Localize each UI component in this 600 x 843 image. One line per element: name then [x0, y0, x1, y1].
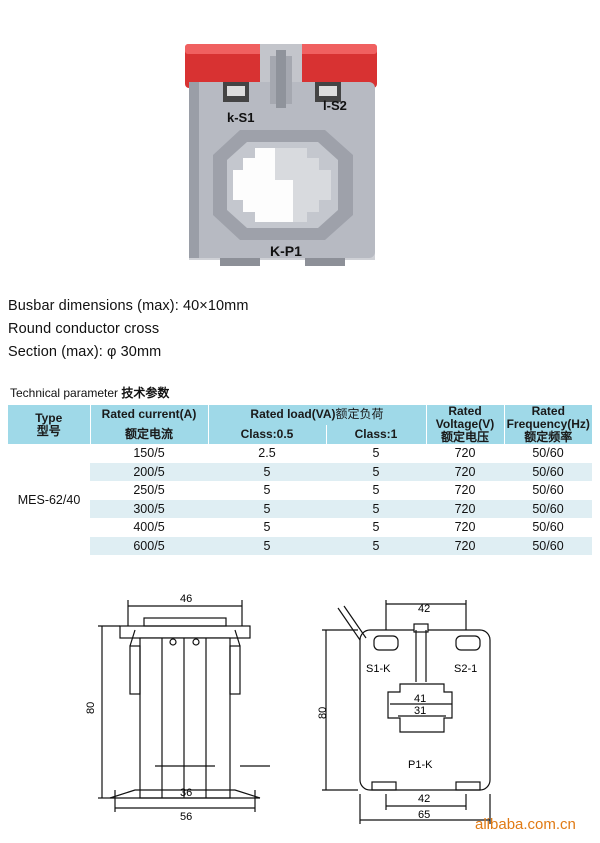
- dim-front-top: 42: [418, 603, 430, 615]
- cell-c1: 5: [326, 499, 426, 518]
- table-row: 400/5 5 5 720 50/60: [8, 518, 592, 537]
- table-title: Technical parameter 技术参数: [10, 386, 170, 400]
- spec-section: Section (max): φ 30mm: [8, 344, 162, 360]
- header-class-0-5: Class:0.5: [208, 424, 327, 444]
- cell-freq: 50/60: [504, 536, 592, 555]
- cell-voltage: 720: [454, 520, 476, 535]
- header-current-cn: 额定电流: [90, 424, 209, 444]
- label-s2-1: S2-1: [454, 663, 477, 675]
- cell-freq: 50/60: [532, 483, 564, 498]
- cell-c1: 5: [326, 536, 426, 555]
- spec-round-conductor: Round conductor cross: [8, 321, 160, 337]
- header-class-1: Class:1: [326, 424, 427, 444]
- cell-freq: 50/60: [532, 520, 564, 535]
- label-k-p1: K-P1: [270, 243, 302, 259]
- cell-c05: 2.5: [258, 446, 276, 461]
- label-k-s1: k-S1: [227, 110, 254, 125]
- cell-voltage: 720: [454, 446, 476, 461]
- dim-front-height: 80: [318, 707, 329, 719]
- cell-c05: 5: [208, 462, 326, 481]
- dim-41: 41: [414, 693, 426, 705]
- cell-current: 200/5: [90, 462, 208, 481]
- alibaba-watermark: alibaba.com.cn: [475, 816, 576, 833]
- cell-c05: 5: [263, 483, 271, 498]
- cell-freq: 50/60: [532, 446, 564, 461]
- cell-c05: 5: [208, 536, 326, 555]
- cell-voltage: 720: [426, 499, 504, 518]
- cell-c05: 5: [208, 499, 326, 518]
- dim-front-base-inner: 42: [418, 793, 430, 805]
- cell-current: 300/5: [90, 499, 208, 518]
- spec-busbar-dimensions: Busbar dimensions (max): 40×10mm: [8, 298, 249, 314]
- header-rated-load: Rated load(VA)额定负荷: [208, 405, 427, 425]
- cell-c1: 5: [326, 462, 426, 481]
- cell-voltage: 720: [426, 462, 504, 481]
- label-s1-k: S1-K: [366, 663, 391, 675]
- front-view-drawing: 42 80 S1-K S2-1 41 31 P1-K 42 65: [318, 600, 491, 824]
- cell-current: 600/5: [90, 536, 208, 555]
- dim-front-base-outer: 65: [418, 809, 430, 821]
- cell-current: 250/5: [133, 483, 165, 498]
- header-current: Rated current(A): [90, 405, 209, 425]
- label-l-s2: l-S2: [323, 98, 347, 113]
- dim-side-height: 80: [85, 702, 97, 714]
- dim-side-base-outer: 56: [180, 811, 192, 820]
- table-row: 250/5 5 5 720 50/60: [8, 481, 592, 500]
- cell-current: 150/5: [133, 446, 165, 461]
- dim-side-top: 46: [180, 593, 192, 605]
- type-cell: MES-62/40: [17, 492, 81, 507]
- cell-voltage: 720: [426, 536, 504, 555]
- cell-c1: 5: [372, 520, 380, 535]
- cell-freq: 50/60: [504, 462, 592, 481]
- cell-voltage: 720: [454, 483, 476, 498]
- side-view-drawing: 46 80 36 56: [85, 593, 270, 820]
- product-photo: k-S1 l-S2 K-P1: [185, 44, 377, 266]
- cell-freq: 50/60: [504, 499, 592, 518]
- cell-c05: 5: [263, 520, 271, 535]
- cell-current: 400/5: [133, 520, 165, 535]
- dim-31: 31: [414, 705, 426, 717]
- cell-c1: 5: [372, 446, 380, 461]
- dim-side-base-inner: 36: [180, 787, 192, 799]
- cell-c1: 5: [372, 483, 380, 498]
- label-p1-k: P1-K: [408, 759, 433, 771]
